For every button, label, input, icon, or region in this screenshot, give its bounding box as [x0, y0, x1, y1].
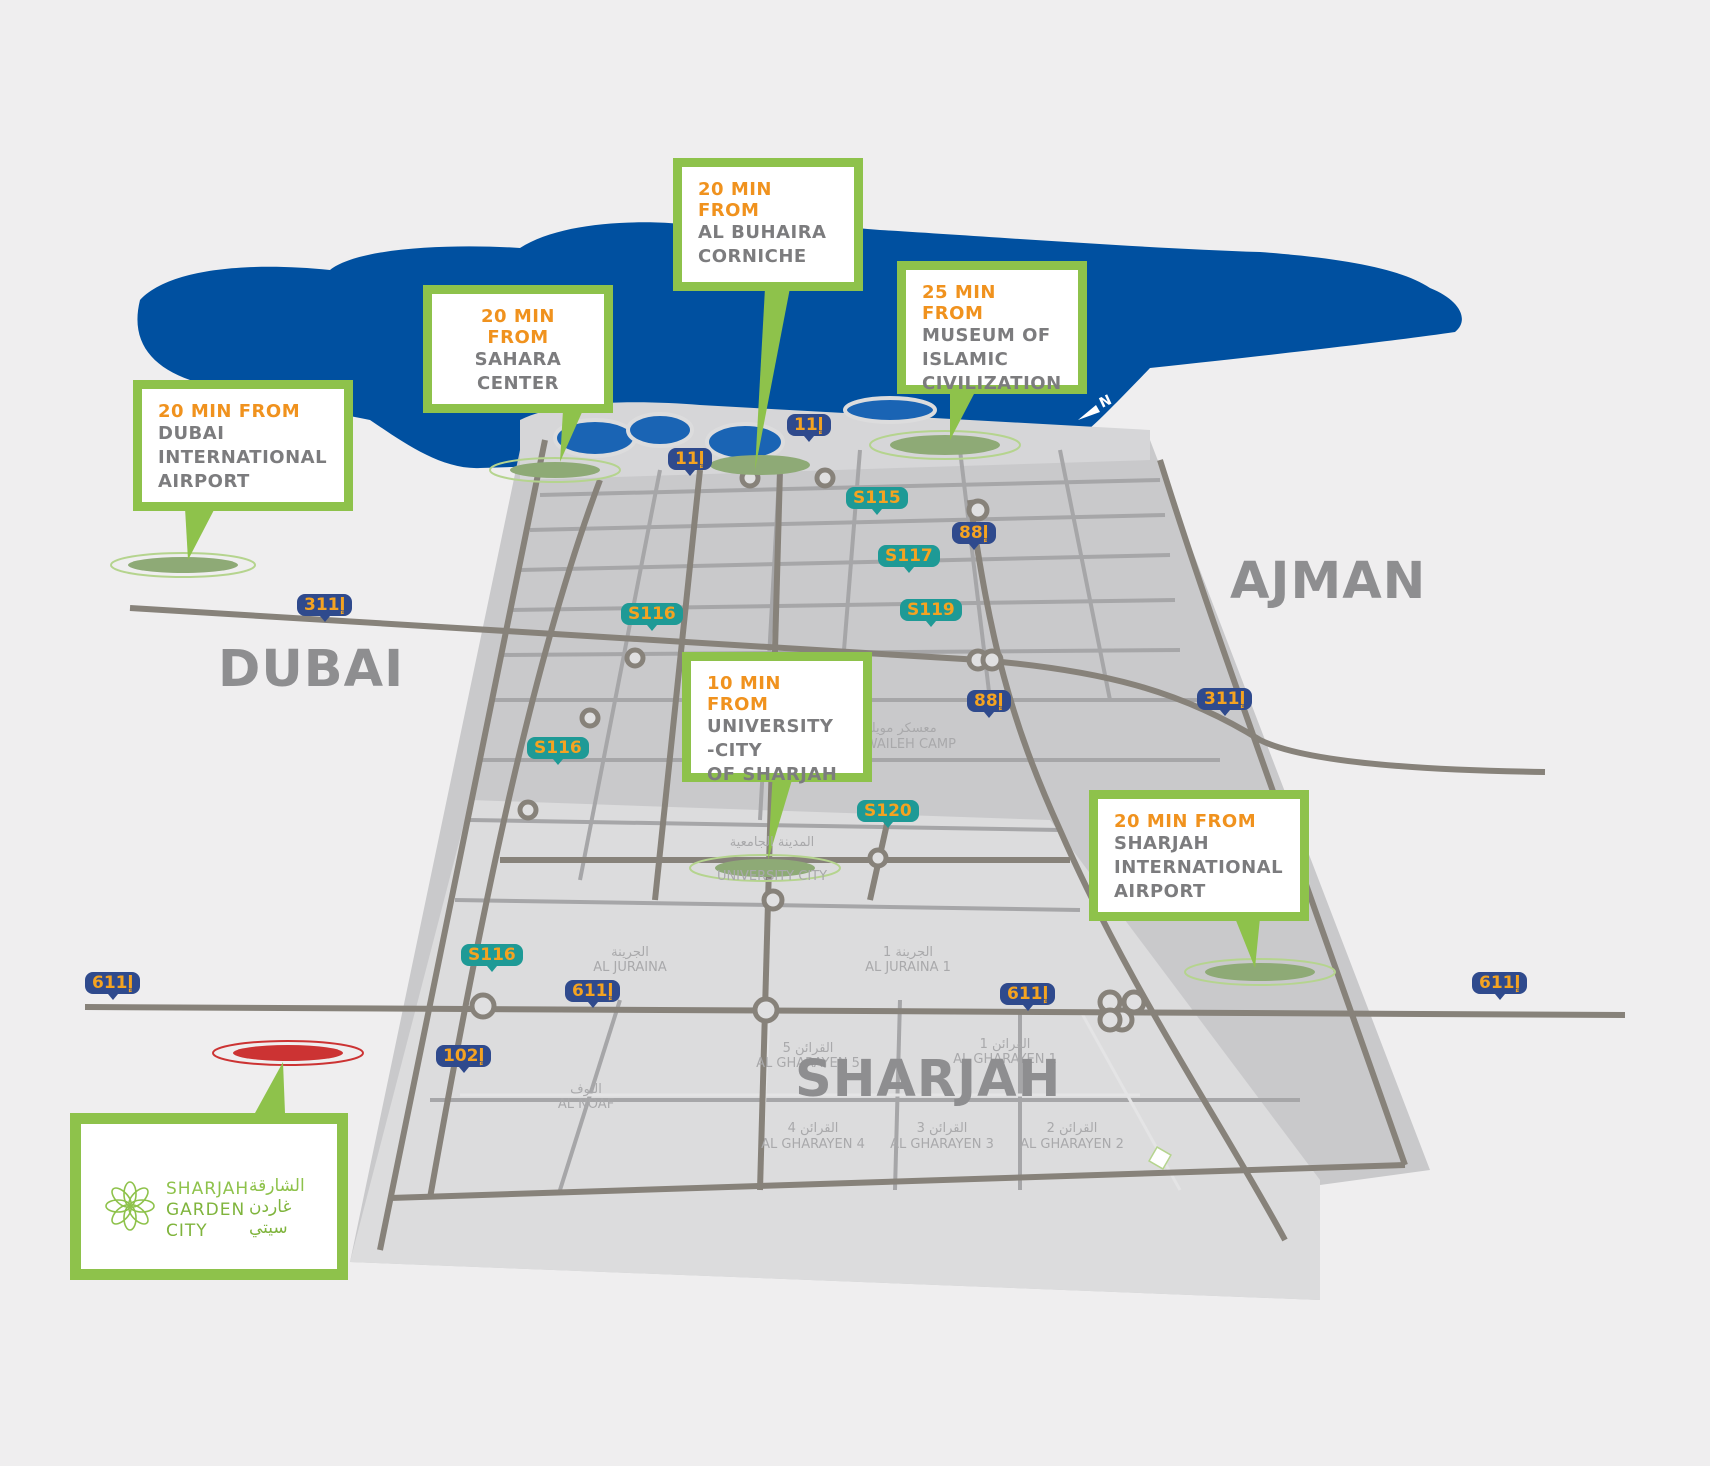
district-labels: الجرينة AL JURAINA الجرينة 1 AL JURAINA …	[558, 721, 1124, 1152]
route-badge: S116	[621, 603, 683, 631]
lagoon	[843, 396, 937, 424]
target-marker	[233, 1045, 343, 1061]
route-badge: S119	[900, 599, 962, 627]
route-badge: 11إ	[668, 448, 712, 476]
district-ar: القرائن 1	[980, 1037, 1031, 1052]
district-ar: القرائن 2	[1047, 1121, 1098, 1136]
location-sahara	[489, 457, 621, 483]
route-badge: S120	[857, 800, 919, 828]
route-badge: S117	[878, 545, 940, 573]
district-ar: القرائن 5	[783, 1041, 834, 1056]
logo-en-2: GARDEN	[166, 1200, 246, 1220]
district-en: AL NOAF	[558, 1097, 614, 1112]
callout-minutes: 20 MIN FROM	[698, 179, 772, 221]
location-sharjah-airport	[1184, 958, 1336, 986]
route-badge: 88إ	[952, 522, 996, 550]
route-badge: 102إ	[436, 1045, 492, 1073]
logo-ar-3: سيتي	[249, 1218, 288, 1238]
location-buhaira	[710, 455, 810, 475]
callout-place: AL BUHAIRA CORNICHE	[698, 222, 827, 267]
location-sharjah-airport-inner	[1205, 963, 1315, 981]
callout-sharjah-airport: 20 MIN FROM SHARJAH INTERNATIONAL AIRPOR…	[1089, 790, 1309, 921]
callout-university: 10 MIN FROM UNIVERSITY -CITY OF SHARJAH	[682, 652, 872, 785]
route-badge: S116	[527, 737, 589, 765]
location-university-inner	[715, 859, 815, 877]
district-ar: المدينة الجامعية	[730, 835, 815, 850]
target-marker-ring	[212, 1040, 364, 1066]
callout-sahara-center: 20 MIN FROM SAHARA CENTER	[423, 285, 613, 413]
location-museum	[869, 430, 1021, 460]
landmark-diamond	[1148, 1146, 1172, 1170]
compass-arrow	[1078, 405, 1100, 420]
callout-place: SAHARA CENTER	[474, 349, 562, 394]
route-badge: 611إ	[1472, 972, 1528, 1000]
callout-minutes: 25 MIN FROM	[922, 282, 996, 324]
flower-logo-icon	[105, 1181, 155, 1231]
location-museum-inner	[890, 435, 1000, 455]
callout-minutes: 20 MIN FROM	[1114, 811, 1257, 832]
logo-box: SHARJAH الشارقة GARDEN غاردن CITY سيتي	[70, 1113, 348, 1280]
roundabouts	[469, 467, 1147, 1033]
district-ar: الجرينة 1	[883, 945, 933, 960]
location-university	[689, 854, 841, 882]
route-badge: S115	[846, 487, 908, 515]
callout-place: SHARJAH INTERNATIONAL AIRPORT	[1114, 833, 1284, 902]
region-dubai: DUBAI	[218, 640, 405, 699]
district-ar: القرائن 4	[788, 1121, 839, 1136]
region-ajman: AJMAN	[1230, 552, 1427, 611]
route-badge: S116	[461, 944, 523, 972]
route-badge: 611إ	[565, 980, 621, 1008]
callout-place: DUBAI INTERNATIONAL AIRPORT	[158, 423, 328, 492]
route-badge: 11إ	[787, 414, 831, 442]
logo-en-3: CITY	[166, 1221, 208, 1241]
district-en: AL JURAINA 1	[865, 960, 951, 975]
callout-place: UNIVERSITY -CITY OF SHARJAH	[707, 716, 838, 785]
callout-place: MUSEUM OF ISLAMIC CIVILIZATION	[922, 325, 1062, 394]
route-badge: 611إ	[85, 972, 141, 1000]
route-badge: 311إ	[1197, 688, 1253, 716]
district-ar: القرائن 3	[917, 1121, 968, 1136]
location-dubai-airport	[110, 552, 256, 578]
route-badge: 311إ	[297, 594, 353, 622]
district-en: MUWAILEH CAMP	[844, 737, 956, 752]
district-en: AL GHARAYEN 5	[756, 1056, 860, 1071]
callout-minutes: 20 MIN FROM	[481, 306, 555, 348]
district-ar: معسكر مويلح	[863, 721, 936, 736]
region-sharjah: SHARJAH	[795, 1050, 1062, 1109]
logo-ar-2: غاردن	[249, 1197, 292, 1217]
district-en: AL GHARAYEN 2	[1020, 1137, 1124, 1152]
lagoon	[626, 412, 694, 448]
district-ar: الجرينة	[611, 945, 649, 960]
logo-en-1: SHARJAH	[166, 1179, 250, 1199]
callout-al-buhaira: 20 MIN FROM AL BUHAIRA CORNICHE	[673, 158, 863, 291]
callout-minutes: 10 MIN FROM	[707, 673, 781, 715]
callout-minutes: 20 MIN FROM	[158, 401, 301, 422]
location-sahara-inner	[510, 462, 600, 478]
district-en: AL GHARAYEN 3	[890, 1137, 994, 1152]
district-en: AL GHARAYEN 4	[761, 1137, 865, 1152]
logo-ar-1: الشارقة	[249, 1176, 305, 1196]
location-dubai-airport-inner	[128, 557, 238, 573]
district-en: UNIVERSITY CITY	[717, 869, 827, 884]
district-ar: النوف	[570, 1082, 602, 1097]
route-badge: 88إ	[967, 690, 1011, 718]
callout-pointers	[185, 288, 1260, 1113]
lagoon	[705, 422, 785, 462]
district-en: AL GHARAYEN 1	[953, 1052, 1057, 1067]
route-badge: 611إ	[1000, 983, 1056, 1011]
callout-museum: 25 MIN FROM MUSEUM OF ISLAMIC CIVILIZATI…	[897, 261, 1087, 394]
callout-dubai-airport: 20 MIN FROM DUBAI INTERNATIONAL AIRPORT	[133, 380, 353, 511]
district-en: AL JURAINA	[593, 960, 667, 975]
